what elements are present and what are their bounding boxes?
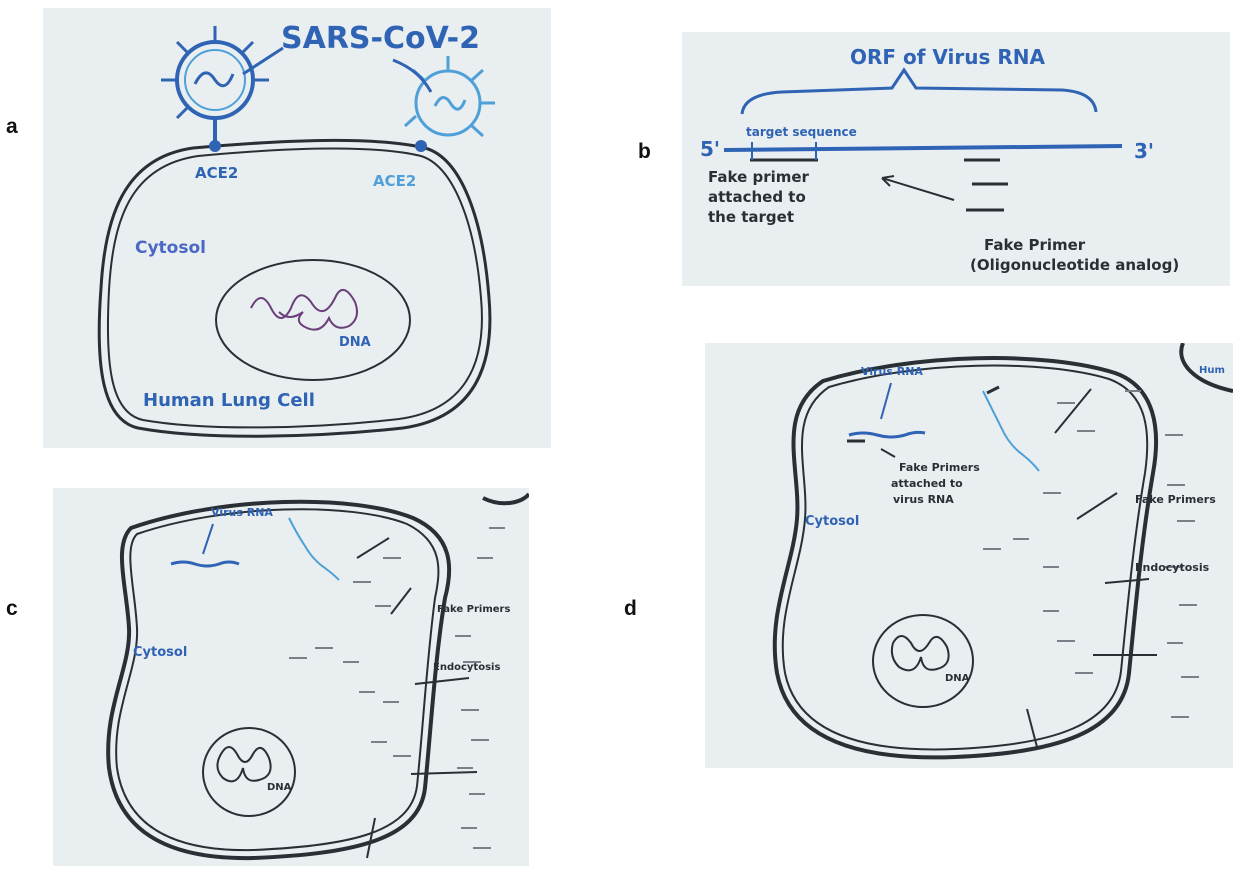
cell-label: Human Lung Cell — [143, 390, 315, 411]
cytosol-label: Cytosol — [135, 238, 206, 258]
dna-label: DNA — [339, 335, 371, 350]
virus-rna-label: Virus RNA — [211, 506, 273, 519]
panel-a-drawing: SARS-CoV-2 ACE2 ACE2 Cytosol DNA Human L… — [43, 8, 551, 448]
endocytosis-label: Endocytosis — [433, 662, 500, 673]
five-prime-label: 5' — [700, 137, 720, 161]
ace2-label-left: ACE2 — [195, 164, 238, 182]
panel-b-primer-binding: ORF of Virus RNA 5' 3' target sequence F… — [682, 32, 1230, 286]
paper-background — [705, 343, 1233, 768]
virus-rna-label: Virus RNA — [861, 365, 923, 378]
attached-label-1: Fake Primers — [899, 461, 980, 474]
panel-b-drawing: ORF of Virus RNA 5' 3' target sequence F… — [682, 32, 1230, 286]
fake-primers-label: Fake Primers — [437, 604, 510, 615]
attached-label-1: Fake primer — [708, 168, 810, 186]
panel-a-virus-entry: SARS-CoV-2 ACE2 ACE2 Cytosol DNA Human L… — [43, 8, 551, 448]
panel-c-primer-entry: Virus RNA Cytosol DNA Fake Primers Endoc… — [53, 488, 529, 866]
panel-c-drawing: Virus RNA Cytosol DNA Fake Primers Endoc… — [53, 488, 529, 866]
panel-d-primer-binding-in-cell: Hum Virus RNA Fake Primers attached to v… — [705, 343, 1233, 768]
attached-label-2: attached to — [891, 477, 963, 490]
virus-label: SARS-CoV-2 — [281, 21, 480, 56]
cytosol-label: Cytosol — [805, 514, 859, 529]
orf-label: ORF of Virus RNA — [850, 45, 1046, 69]
target-sequence-label: target sequence — [746, 125, 857, 139]
dna-label: DNA — [267, 782, 292, 793]
attached-label-3: virus RNA — [893, 493, 954, 506]
panel-label-d: d — [624, 597, 637, 621]
endocytosis-label: Endocytosis — [1135, 561, 1210, 574]
panel-label-c: c — [6, 597, 18, 621]
attached-label-2: attached to — [708, 188, 806, 206]
panel-label-b: b — [638, 140, 651, 164]
fake-primers-label: Fake Primers — [1135, 493, 1216, 506]
fake-primer-label-1: Fake Primer — [984, 236, 1086, 254]
three-prime-label: 3' — [1134, 139, 1154, 163]
neighbor-cell-label: Hum — [1199, 365, 1225, 376]
panel-d-drawing: Hum Virus RNA Fake Primers attached to v… — [705, 343, 1233, 768]
panel-label-a: a — [6, 115, 18, 139]
dna-label: DNA — [945, 673, 970, 684]
fake-primer-label-2: (Oligonucleotide analog) — [970, 256, 1179, 274]
cytosol-label: Cytosol — [133, 645, 187, 660]
ace2-label-right: ACE2 — [373, 172, 416, 190]
attached-label-3: the target — [708, 208, 794, 226]
